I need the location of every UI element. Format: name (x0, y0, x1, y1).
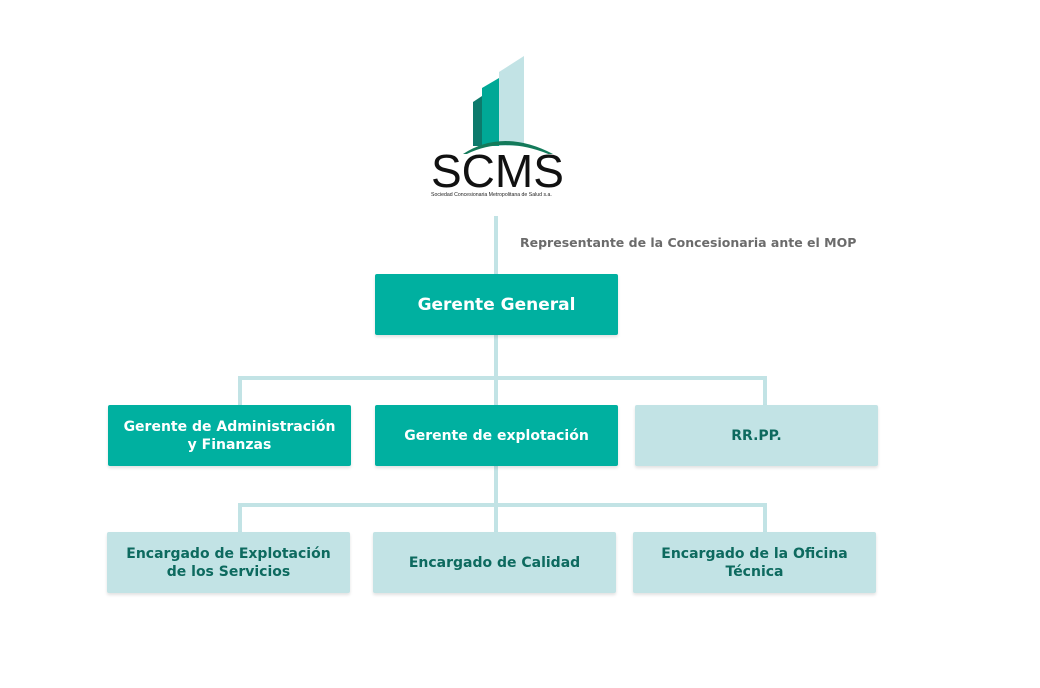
company-logo: SCMS Sociedad Concesionaria Metropolitan… (425, 54, 585, 204)
box-gerente-explotacion-label: Gerente de explotación (404, 427, 589, 444)
box-rrpp-label: RR.PP. (731, 427, 782, 444)
logo-subtitle: Sociedad Concesionaria Metropolitana de … (431, 192, 552, 198)
box-gerente-administracion-label: Gerente de Administración y Finanzas (124, 418, 336, 454)
connector-logo-to-ceo (494, 216, 498, 274)
box-rrpp: RR.PP. (635, 405, 878, 466)
box-encargado-explotacion-servicios-line2: de los Servicios (166, 563, 291, 580)
box-encargado-oficina-tecnica-label: Encargado de la Oficina Técnica (661, 545, 847, 581)
connector-level3-left (238, 503, 242, 532)
box-encargado-oficina-tecnica-line2: Técnica (725, 563, 784, 580)
box-encargado-calidad: Encargado de Calidad (373, 532, 616, 593)
box-encargado-oficina-tecnica: Encargado de la Oficina Técnica (633, 532, 876, 593)
box-gerente-administracion-line1: Gerente de Administración (123, 418, 336, 435)
box-encargado-oficina-tecnica-line1: Encargado de la Oficina (661, 545, 848, 562)
building-logo-icon (463, 56, 553, 156)
representative-note: Representante de la Concesionaria ante e… (520, 235, 857, 250)
box-encargado-calidad-label: Encargado de Calidad (408, 554, 581, 571)
box-encargado-explotacion-servicios-line1: Encargado de Explotación (126, 545, 331, 562)
box-gerente-administracion-line2: y Finanzas (187, 436, 272, 453)
connector-ceo-down (494, 334, 498, 405)
box-encargado-explotacion-servicios-label: Encargado de Explotación de los Servicio… (126, 545, 330, 581)
connector-level2-right (763, 376, 767, 405)
box-gerente-administracion: Gerente de Administración y Finanzas (108, 405, 351, 466)
connector-operations-down (494, 465, 498, 532)
box-gerente-general-label: Gerente General (417, 294, 576, 315)
connector-level2-left (238, 376, 242, 405)
box-gerente-explotacion: Gerente de explotación (375, 405, 618, 466)
connector-level2-horizontal (238, 376, 767, 380)
connector-level3-right (763, 503, 767, 532)
connector-level3-horizontal (238, 503, 767, 507)
box-gerente-general: Gerente General (375, 274, 618, 335)
logo-wordmark: SCMS (431, 145, 564, 197)
box-encargado-explotacion-servicios: Encargado de Explotación de los Servicio… (107, 532, 350, 593)
